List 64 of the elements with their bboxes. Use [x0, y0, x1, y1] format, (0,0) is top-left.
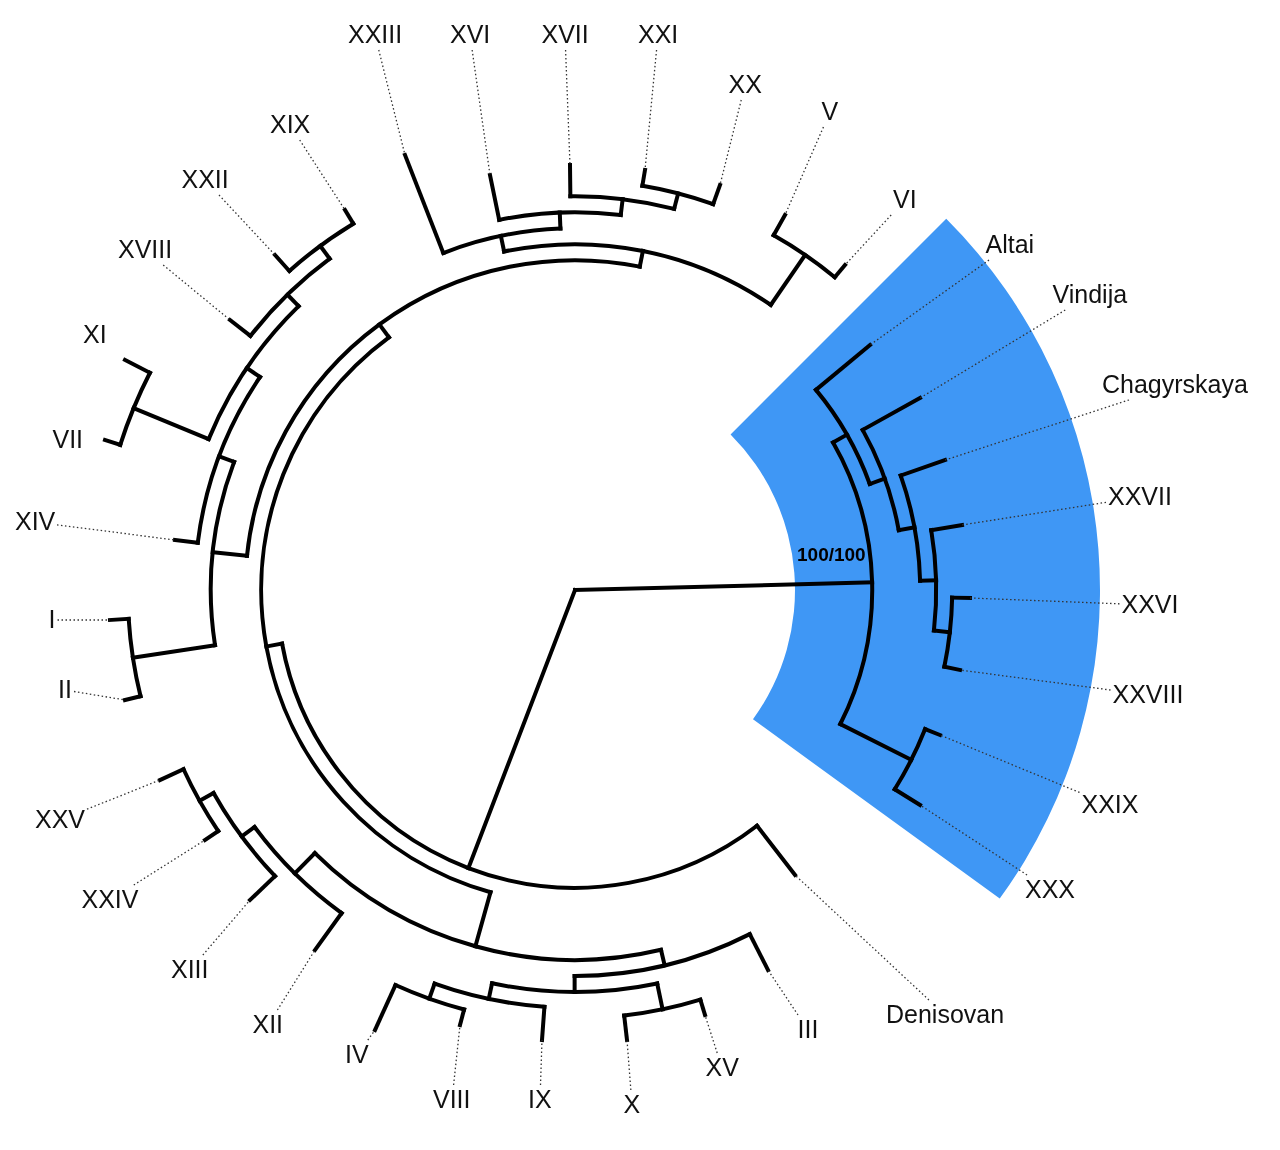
- leader-line: [869, 259, 990, 346]
- leader-line: [276, 949, 316, 1011]
- taxon-label: VII: [50, 425, 86, 455]
- leader-line: [539, 1039, 543, 1086]
- taxon-label: I: [46, 605, 58, 635]
- taxon-label: IV: [343, 1040, 371, 1070]
- support-value: 100/100: [797, 544, 866, 566]
- taxon-label: XVII: [539, 20, 591, 50]
- leader-line: [969, 597, 1121, 605]
- taxon-label: Vindija: [1050, 280, 1130, 310]
- leader-line: [471, 49, 491, 176]
- taxon-label: XVIII: [116, 235, 175, 265]
- taxon-label: XXI: [636, 20, 681, 50]
- taxon-label: XI: [81, 320, 109, 350]
- taxon-label: XXVII: [1106, 482, 1174, 512]
- taxon-label: XXVIII: [1110, 680, 1186, 710]
- taxon-label: VI: [891, 185, 919, 215]
- taxon-label: Chagyrskaya: [1100, 370, 1250, 400]
- taxon-label: Denisovan: [884, 1000, 1007, 1030]
- taxon-label: XXV: [33, 805, 88, 835]
- leader-line: [218, 194, 276, 256]
- taxon-label: XIX: [268, 110, 313, 140]
- leader-line: [644, 49, 658, 171]
- taxon-label: XVI: [448, 20, 493, 50]
- leader-line: [919, 309, 1066, 399]
- taxon-label: Altai: [983, 230, 1037, 260]
- leader-line: [944, 399, 1130, 461]
- taxon-label: XXII: [179, 165, 231, 195]
- taxon-label: XX: [726, 70, 764, 100]
- taxon-label: XXIV: [79, 885, 141, 915]
- leader-line: [133, 839, 206, 886]
- leader-line: [626, 1039, 632, 1091]
- leader-line: [719, 99, 742, 186]
- leader-line: [767, 969, 799, 1016]
- leader-line: [959, 669, 1112, 691]
- leader-line: [704, 1014, 718, 1054]
- leader-line: [939, 734, 1081, 794]
- leader-line: [784, 126, 825, 216]
- leader-line: [56, 524, 176, 541]
- taxon-label: X: [621, 1090, 643, 1120]
- taxon-label: VIII: [431, 1085, 473, 1115]
- taxon-label: XXVI: [1119, 590, 1181, 620]
- taxon-label: XIV: [13, 507, 58, 537]
- leader-line: [73, 690, 126, 701]
- taxon-label: V: [819, 97, 841, 127]
- leader-line: [794, 874, 930, 1001]
- leader-line: [202, 899, 251, 956]
- taxon-label: XXIII: [346, 20, 405, 50]
- taxon-label: XIII: [169, 955, 211, 985]
- taxon-label: XXX: [1023, 875, 1078, 905]
- leader-line: [961, 501, 1107, 526]
- leader-line: [367, 1029, 376, 1041]
- taxon-label: XV: [703, 1053, 741, 1083]
- leader-line: [844, 214, 892, 266]
- taxon-label: IX: [526, 1085, 554, 1115]
- taxon-label: XXIX: [1079, 790, 1141, 820]
- leader-line: [162, 264, 231, 321]
- taxon-label: III: [795, 1015, 821, 1045]
- leader-line: [564, 49, 571, 166]
- taxon-label: XII: [250, 1010, 286, 1040]
- leader-line: [919, 804, 1028, 876]
- leader-line: [86, 779, 161, 810]
- leader-line: [299, 139, 346, 211]
- taxon-label: II: [56, 675, 74, 705]
